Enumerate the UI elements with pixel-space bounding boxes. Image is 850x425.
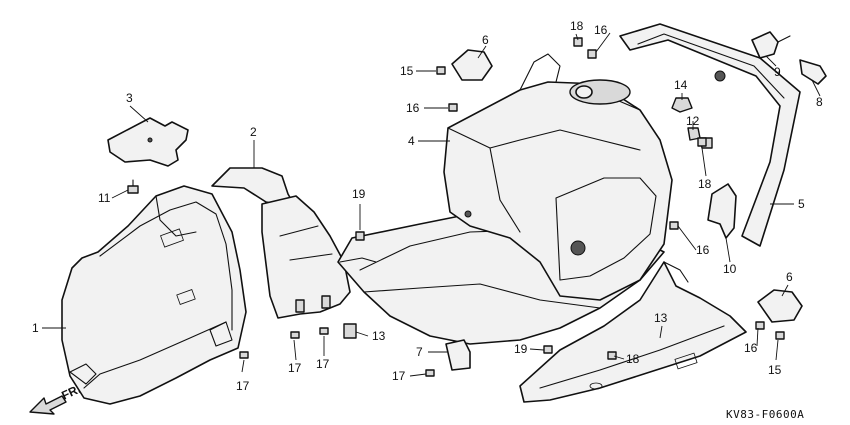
- callout-6-top: 6: [482, 33, 489, 47]
- callout-4: 4: [408, 134, 415, 148]
- part-cap-6-right: [757, 289, 803, 323]
- part-inner-cover-1: [61, 185, 247, 405]
- callout-12: 12: [686, 114, 700, 128]
- callout-18-mid: 18: [698, 177, 712, 191]
- callout-13-left: 13: [372, 329, 386, 343]
- fastener-14: [671, 97, 693, 113]
- callout-1: 1: [32, 321, 39, 335]
- callout-11: 11: [98, 191, 111, 205]
- callout-17-c: 17: [316, 357, 330, 371]
- callout-7: 7: [416, 345, 423, 359]
- callout-16-top: 16: [594, 23, 608, 37]
- callout-18-bottom: 18: [626, 352, 640, 366]
- callout-5: 5: [798, 197, 805, 211]
- part-cap-6-top: [451, 49, 493, 81]
- front-direction-arrow: [29, 395, 67, 415]
- screw-17-group: [239, 327, 435, 377]
- part-clip-7: [445, 339, 471, 371]
- callout-17-a: 17: [236, 379, 250, 393]
- part-bracket-10: [707, 183, 737, 239]
- callout-6-right: 6: [786, 270, 793, 284]
- small-bolts: [355, 37, 785, 390]
- part-storage-box-4: [443, 53, 673, 301]
- callout-14: 14: [674, 78, 688, 92]
- callout-labels: 1 2 3 4 5 6 6 7 8 9 10 11 12 13 13 14 15…: [32, 19, 823, 421]
- callout-15-right: 15: [768, 363, 782, 377]
- screw-11: [127, 179, 139, 194]
- part-lower-side-panel: [519, 261, 747, 403]
- part-plate-3: [107, 117, 189, 167]
- callout-8: 8: [816, 95, 823, 109]
- callout-17-b: 17: [288, 361, 302, 375]
- callout-3: 3: [126, 91, 133, 105]
- callout-9: 9: [774, 65, 781, 79]
- diagram-code: KV83-F0600A: [726, 408, 804, 421]
- callout-19-top: 19: [352, 187, 366, 201]
- callout-19-bottom: 19: [514, 342, 528, 356]
- part-inner-panel-2: [211, 167, 351, 319]
- callout-18-top: 18: [570, 19, 584, 33]
- callout-16-right: 16: [696, 243, 710, 257]
- callout-2: 2: [250, 125, 257, 139]
- callout-15-top: 15: [400, 64, 414, 78]
- part-latch-9: [751, 31, 791, 59]
- leader-lines: [42, 32, 821, 377]
- callout-13-right: 13: [654, 311, 668, 325]
- callout-16-left: 16: [406, 101, 420, 115]
- part-clip-8: [799, 59, 827, 85]
- callout-17-d: 17: [392, 369, 406, 383]
- callout-10: 10: [723, 262, 737, 276]
- callout-16-far-right: 16: [744, 341, 758, 355]
